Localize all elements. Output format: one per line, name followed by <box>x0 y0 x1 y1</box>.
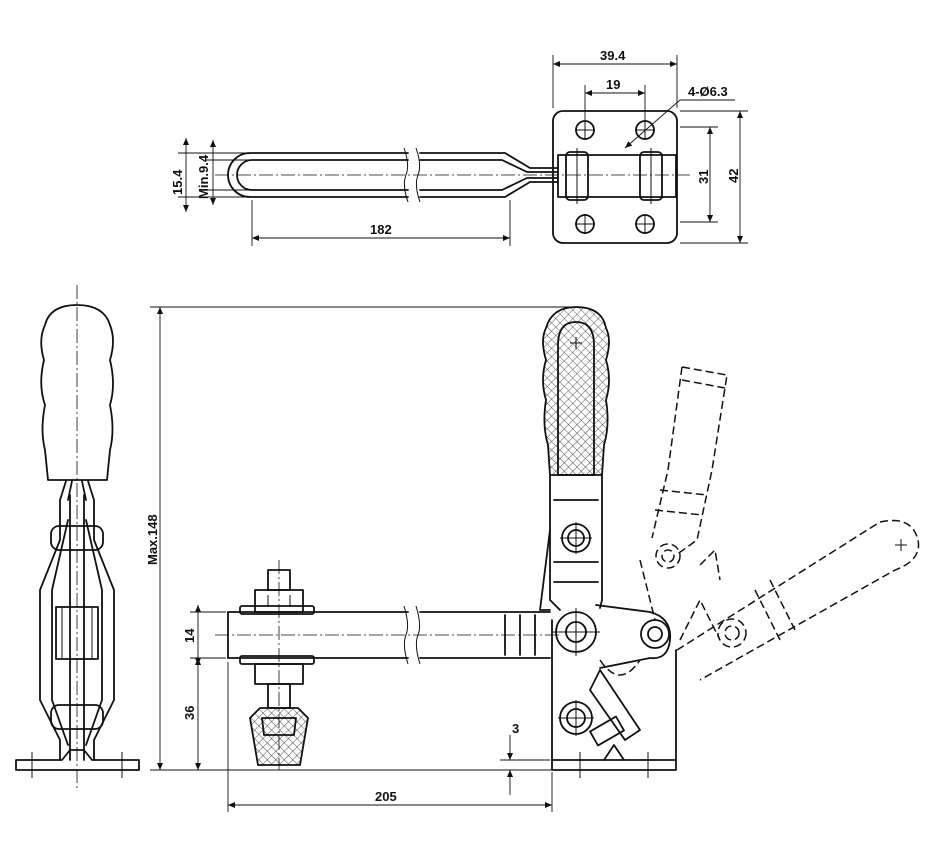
dim-205: 205 <box>375 789 397 804</box>
dim-14: 14 <box>182 628 197 643</box>
side-view <box>15 285 140 790</box>
handle-grip-side <box>40 304 114 481</box>
front-view: Max.148 <box>145 306 920 812</box>
phantom-handle-lower <box>676 519 920 681</box>
dim-19: 19 <box>606 77 620 92</box>
dim-42: 42 <box>726 169 741 183</box>
base-plate-top <box>552 110 678 244</box>
hinge-body <box>557 154 677 198</box>
dim-182: 182 <box>370 222 392 237</box>
dim-max-148: Max.148 <box>145 514 160 565</box>
base-block-front <box>551 619 677 771</box>
dim-36: 36 <box>182 706 197 720</box>
dim-31: 31 <box>696 170 711 184</box>
handle-grip-front <box>542 306 610 476</box>
top-view: 39.4 19 4-Ø6.3 31 42 15.4 Min.9.4 182 <box>170 48 748 246</box>
rubber-tip <box>249 707 309 766</box>
phantom-handle-upper <box>639 366 728 621</box>
dim-3: 3 <box>512 721 519 736</box>
dim-min-9-4: Min.9.4 <box>196 154 211 199</box>
dim-holes: 4-Ø6.3 <box>688 84 728 99</box>
dim-39-4: 39.4 <box>600 48 626 63</box>
base-foot-side <box>15 749 140 771</box>
dim-15-4: 15.4 <box>170 169 185 195</box>
